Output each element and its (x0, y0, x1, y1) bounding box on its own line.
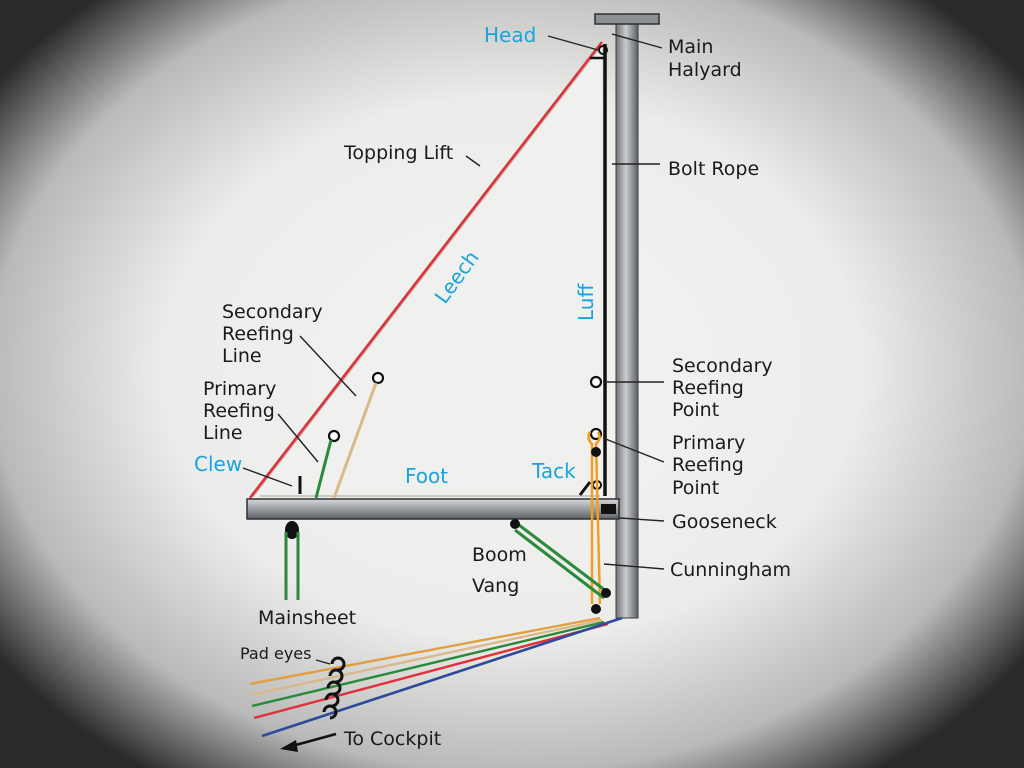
label-primary-reefing-point-1: Primary (672, 432, 745, 454)
mast (615, 19, 639, 619)
topping-lift-line (249, 41, 603, 499)
label-secondary-reefing-line-1: Secondary (222, 301, 323, 323)
leader-lines (242, 33, 665, 665)
label-luff: Luff (574, 283, 598, 321)
gooseneck-fitting (601, 504, 616, 514)
label-boom-vang-1: Boom (472, 544, 527, 566)
label-bolt-rope: Bolt Rope (668, 158, 759, 180)
masthead-cap (594, 13, 660, 25)
label-cunningham: Cunningham (670, 559, 791, 581)
mainsheet-block (285, 521, 299, 539)
head-ring (598, 45, 608, 55)
label-topping-lift: Topping Lift (343, 142, 453, 164)
label-primary-reefing-line-3: Line (203, 422, 243, 444)
label-secondary-reefing-point-1: Secondary (672, 355, 773, 377)
label-gooseneck: Gooseneck (672, 511, 777, 533)
label-secondary-reefing-point-2: Reefing (672, 377, 744, 399)
cunningham-block-top (591, 447, 601, 457)
label-secondary-reefing-point-3: Point (672, 399, 719, 421)
secondary-reefing-point (589, 375, 603, 389)
boom-vang-line-a (514, 520, 607, 593)
label-tack: Tack (531, 459, 576, 483)
label-primary-reefing-point-2: Reefing (672, 454, 744, 476)
primary-reefing-line (314, 439, 333, 499)
label-main-halyard-2: Halyard (668, 59, 742, 81)
boom-vang-block-bottom (601, 588, 611, 598)
label-to-cockpit: To Cockpit (343, 728, 441, 750)
lines-to-cockpit (249, 616, 623, 738)
primary-reef-cringle (327, 429, 341, 443)
label-pad-eyes: Pad eyes (240, 644, 311, 663)
tack-fitting (578, 481, 592, 496)
secondary-reef-cringle (371, 371, 385, 385)
pad-eyes (322, 656, 346, 720)
label-boom-vang-2: Vang (472, 575, 519, 597)
cunningham-line (587, 431, 602, 605)
label-secondary-reefing-line-2: Reefing (222, 323, 294, 345)
label-secondary-reefing-line-3: Line (222, 345, 262, 367)
secondary-reefing-line (332, 382, 378, 499)
label-head: Head (484, 23, 536, 47)
label-main-halyard-1: Main (668, 36, 713, 58)
label-foot: Foot (405, 464, 448, 488)
label-primary-reefing-line-2: Reefing (203, 400, 275, 422)
boom (246, 498, 620, 520)
label-primary-reefing-line-1: Primary (203, 378, 276, 400)
boom-vang-block-top (510, 519, 520, 529)
cunningham-block-bottom (591, 604, 601, 614)
to-cockpit-arrow (280, 732, 337, 752)
boom-vang-line-b (514, 528, 605, 600)
label-primary-reefing-point-3: Point (672, 477, 719, 499)
label-mainsheet: Mainsheet (258, 607, 356, 629)
label-clew: Clew (194, 452, 242, 476)
